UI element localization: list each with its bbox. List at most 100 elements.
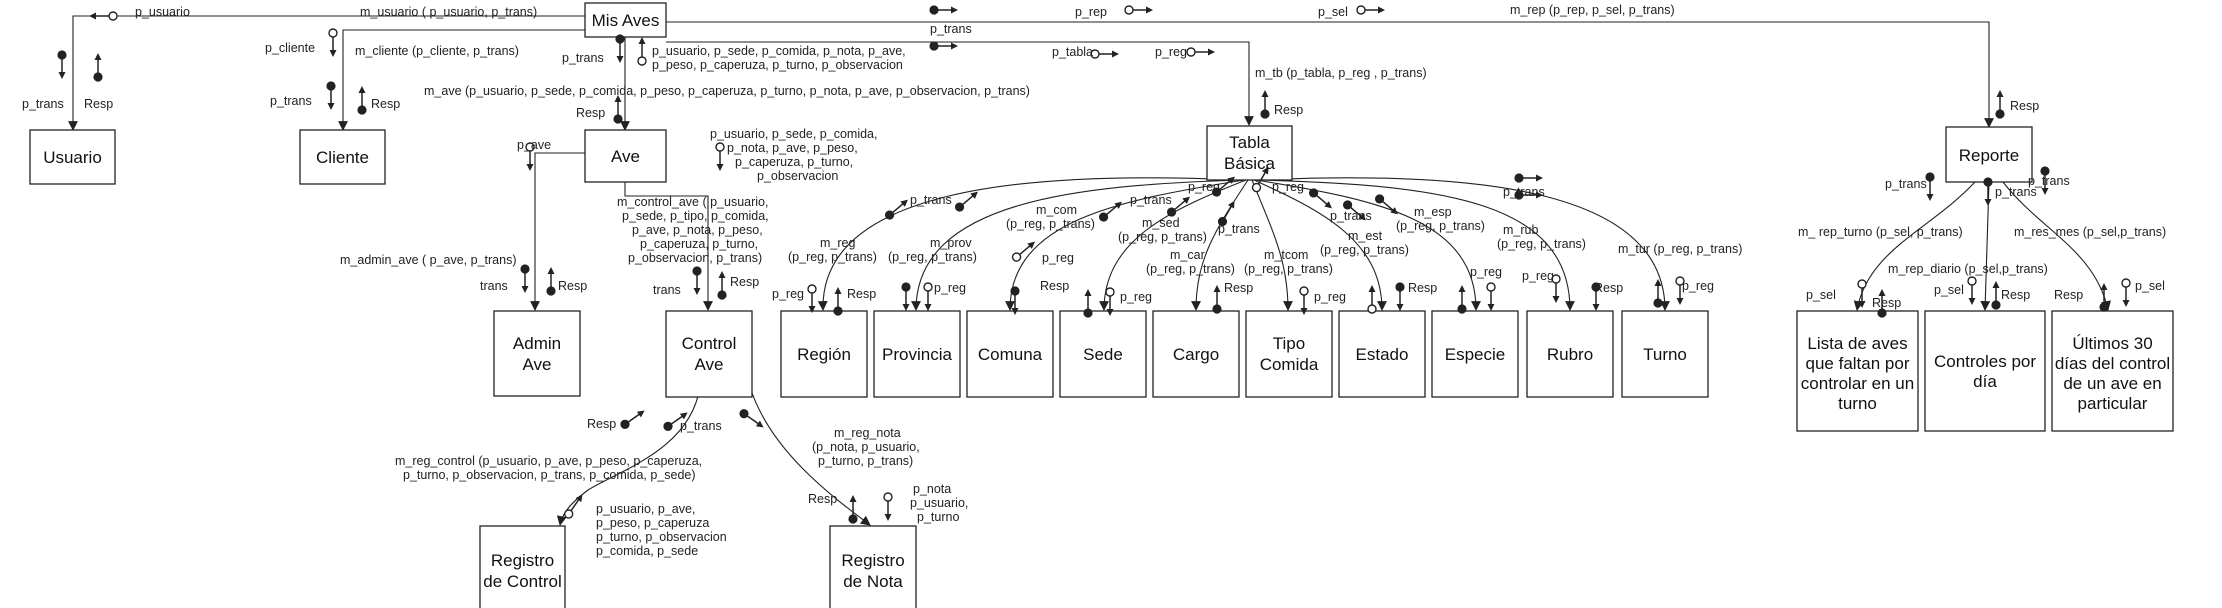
label-turno-p-reg: p_reg	[1682, 279, 1714, 293]
control-couple-24	[663, 412, 688, 431]
label-ave-resp: Resp	[576, 106, 605, 120]
module-rubro[interactable]: Rubro	[1526, 310, 1614, 398]
module-registro-control[interactable]: Registro de Control	[479, 525, 566, 608]
wire-tb-turno	[1259, 177, 1670, 311]
label-tb-p-reg-a: p_reg	[1188, 180, 1220, 194]
label-tb-resp: Resp	[1274, 103, 1303, 117]
label-rep-p-trans-a: p_trans	[1885, 177, 1927, 191]
control-couple-8	[613, 95, 623, 124]
module-ultimos-30-dias[interactable]: Últimos 30 días del control de un ave en…	[2051, 310, 2174, 432]
svg-text:de Nota: de Nota	[843, 572, 903, 591]
svg-text:Tabla: Tabla	[1229, 133, 1270, 152]
module-tipo-comida[interactable]: Tipo Comida	[1245, 310, 1333, 398]
label-regcontrol-data-3: p_turno, p_observacion	[596, 530, 727, 544]
data-couple-62	[1857, 279, 1867, 308]
label-m-control-ave-2: p_sede, p_tipo, p_comida,	[622, 209, 769, 223]
label-rep-p-trans-b: p_trans	[1995, 185, 2037, 199]
control-couple-5	[357, 86, 367, 115]
module-tabla-basica[interactable]: Tabla Básica	[1206, 125, 1293, 181]
label-regcontrol-data-2: p_peso, p_caperuza	[596, 516, 709, 530]
label-especie-p-reg: p_reg	[1470, 265, 1502, 279]
svg-text:Estado: Estado	[1356, 345, 1409, 364]
label-m-prov-1: m_prov	[930, 236, 972, 250]
label-regnota-data-3: p_turno	[917, 510, 959, 524]
svg-text:Cliente: Cliente	[316, 148, 369, 167]
module-region[interactable]: Región	[780, 310, 868, 398]
label-tb-p-trans-b: p_trans	[1130, 193, 1172, 207]
module-controles-por-dia[interactable]: Controles por día	[1924, 310, 2046, 432]
control-couple-66	[2099, 283, 2109, 312]
data-couple-48	[1105, 287, 1115, 316]
module-sede[interactable]: Sede	[1059, 310, 1147, 398]
module-control-ave[interactable]: Control Ave	[665, 310, 753, 398]
data-couple-45	[923, 282, 933, 311]
label-m-rub-2: (p_reg, p_trans)	[1497, 237, 1586, 251]
label-call-m-tur: m_tur (p_reg, p_trans)	[1618, 242, 1742, 256]
label-regnota-data-1: p_nota	[913, 482, 951, 496]
wire-ave-admin	[530, 152, 585, 311]
module-registro-nota[interactable]: Registro de Nota	[829, 525, 917, 608]
svg-text:Básica: Básica	[1224, 154, 1276, 173]
control-couple-57	[1653, 279, 1663, 308]
control-couple-63	[1877, 289, 1887, 318]
label-ave-data-2: p_peso, p_caperuza, p_turno, p_observaci…	[652, 58, 903, 72]
label-sede-p-reg: p_reg	[1120, 290, 1152, 304]
svg-text:Lista de aves: Lista de aves	[1807, 334, 1907, 353]
control-couple-56	[1591, 282, 1601, 311]
label-comuna-resp: Resp	[1040, 279, 1069, 293]
label-rep-resp: Resp	[2010, 99, 2039, 113]
label-m-reg-nota-3: p_turno, p_trans)	[818, 454, 913, 468]
module-mis-aves[interactable]: Mis Aves	[584, 2, 667, 38]
label-tipocomida-p-reg: p_reg	[1314, 290, 1346, 304]
svg-text:Comuna: Comuna	[978, 345, 1043, 364]
label-m-control-ave-3: p_ave, p_nota, p_peso,	[632, 223, 763, 237]
label-regcontrol-resp: Resp	[587, 417, 616, 431]
svg-text:controlar en un: controlar en un	[1801, 374, 1914, 393]
control-couple-49	[1212, 285, 1222, 314]
control-couple-4	[326, 81, 336, 110]
label-call-m-ave: m_ave (p_usuario, p_sede, p_comida, p_pe…	[424, 84, 1030, 98]
wire-tb-especie	[1255, 179, 1481, 311]
label-control-resp: Resp	[730, 275, 759, 289]
label-root-p-trans: p_trans	[930, 22, 972, 36]
svg-text:Mis Aves: Mis Aves	[592, 11, 660, 30]
label-controles-p-sel: p_sel	[1934, 283, 1964, 297]
module-provincia[interactable]: Provincia	[873, 310, 961, 398]
label-ave-out-3: p_caperuza, p_turno,	[735, 155, 853, 169]
control-couple-65	[1991, 281, 2001, 310]
module-turno[interactable]: Turno	[1621, 310, 1709, 398]
svg-text:que faltan por: que faltan por	[1806, 354, 1910, 373]
module-ave[interactable]: Ave	[584, 129, 667, 183]
module-admin-ave[interactable]: Admin Ave	[493, 310, 581, 397]
label-regcontrol-p-trans: p_trans	[680, 419, 722, 433]
control-couple-19	[520, 264, 530, 293]
svg-text:Usuario: Usuario	[43, 148, 102, 167]
module-especie[interactable]: Especie	[1431, 310, 1519, 398]
module-lista-aves[interactable]: Lista de aves que faltan por controlar e…	[1796, 310, 1919, 432]
wire-root-usuario	[68, 15, 585, 131]
label-call-m-res-mes: m_res_mes (p_sel,p_trans)	[2014, 225, 2166, 239]
module-reporte[interactable]: Reporte	[1945, 126, 2033, 183]
control-couple-37	[1308, 188, 1332, 209]
data-couple-67	[2121, 278, 2131, 307]
data-couple-58	[1675, 276, 1685, 305]
control-couple-25	[739, 409, 764, 428]
wire-tb-provincia	[911, 179, 1243, 311]
control-couple-30	[954, 191, 978, 212]
label-m-reg-2: (p_reg, p_trans)	[788, 250, 877, 264]
module-comuna[interactable]: Comuna	[966, 310, 1054, 398]
svg-text:Controles por: Controles por	[1934, 352, 2036, 371]
svg-text:Provincia: Provincia	[882, 345, 952, 364]
module-usuario[interactable]: Usuario	[29, 129, 116, 185]
label-m-control-ave-1: m_control_ave ( p_usuario,	[617, 195, 768, 209]
control-couple-15	[1260, 90, 1270, 119]
label-region-resp: Resp	[847, 287, 876, 301]
label-p-sel: p_sel	[1318, 5, 1348, 19]
module-cargo[interactable]: Cargo	[1152, 310, 1240, 398]
data-couple-14	[1186, 47, 1215, 57]
module-cliente[interactable]: Cliente	[299, 129, 386, 185]
module-estado[interactable]: Estado	[1338, 310, 1426, 398]
label-comuna-p-reg: p_reg	[1042, 251, 1074, 265]
svg-text:Turno: Turno	[1643, 345, 1687, 364]
control-couple-47	[1083, 289, 1093, 318]
